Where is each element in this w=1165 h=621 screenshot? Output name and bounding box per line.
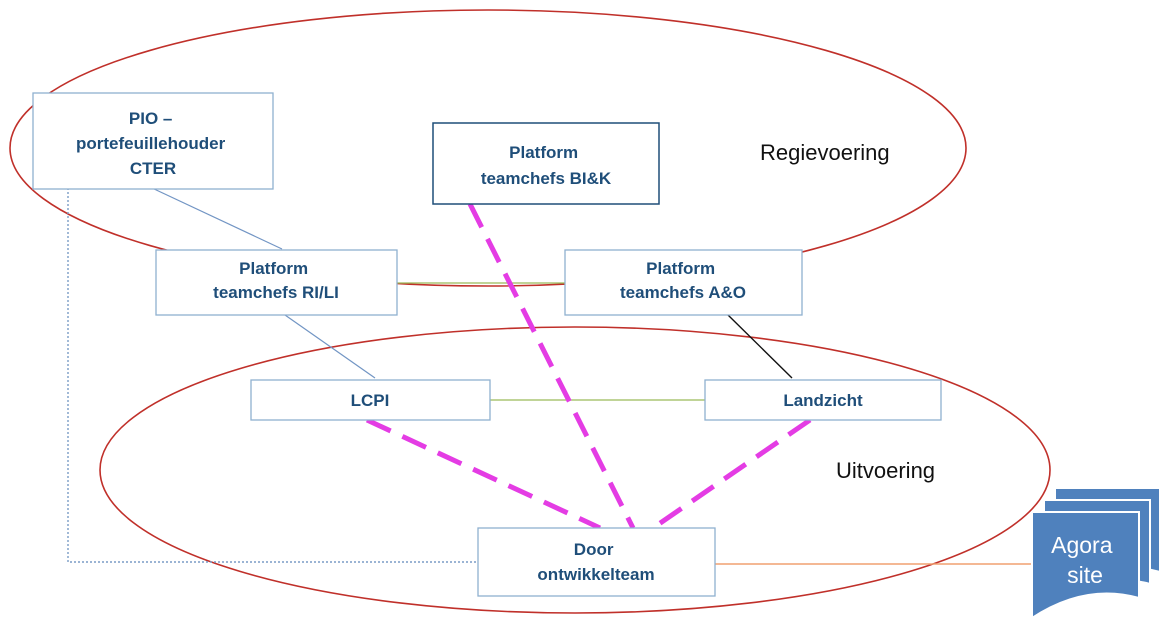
svg-text:PIO – portefeuillehouder: PIO – portefeuillehouder CTER bbox=[76, 109, 230, 178]
node-pio: PIO – portefeuillehouder CTER bbox=[32, 92, 274, 190]
regievoering-ellipse bbox=[9, 9, 967, 287]
svg-text:Landzicht: Landzicht bbox=[783, 391, 863, 410]
node-pio-line-2: portefeuillehouder bbox=[76, 134, 226, 153]
node-lcpi-label: LCPI bbox=[351, 391, 390, 410]
node-door-line-1: Door bbox=[574, 540, 614, 559]
node-ao-line-1: Platform bbox=[646, 259, 715, 278]
node-ao-line-2: teamchefs A&O bbox=[620, 283, 746, 302]
node-landzicht-label: Landzicht bbox=[783, 391, 863, 410]
svg-text:Agora site: Agora site bbox=[1051, 532, 1119, 588]
svg-text:Platform teamchefs RI/LI: Platform teamchefs RI/LI bbox=[213, 259, 339, 302]
node-bik-line-2: teamchefs BI&K bbox=[481, 169, 612, 188]
connector-ao-landzicht bbox=[727, 314, 793, 379]
connector-rili-lcpi bbox=[284, 314, 376, 379]
connector-pio-rili bbox=[151, 187, 283, 250]
uitvoering-ellipse bbox=[99, 326, 1051, 614]
node-door-ontwikkelteam: Door ontwikkelteam bbox=[477, 527, 716, 597]
node-door-line-2: ontwikkelteam bbox=[537, 565, 654, 584]
node-bik-line-1: Platform bbox=[509, 143, 578, 162]
node-platform-bik: Platform teamchefs BI&K bbox=[432, 122, 660, 205]
svg-text:Platform teamchefs BI&K: Platform teamchefs BI&K bbox=[481, 143, 612, 188]
dash-bik-door bbox=[467, 202, 636, 530]
svg-text:Door ontwikkelteam: Door ontwikkelteam bbox=[537, 540, 654, 584]
svg-text:Platform teamchefs A&O: Platform teamchefs A&O bbox=[620, 259, 746, 302]
agora-site-document-icon: Agora site bbox=[1031, 487, 1161, 620]
node-pio-line-1: PIO – bbox=[129, 109, 172, 128]
node-rili-line-1: Platform bbox=[239, 259, 308, 278]
svg-text:LCPI: LCPI bbox=[351, 391, 390, 410]
node-lcpi: LCPI bbox=[250, 379, 491, 421]
dash-lcpi-door bbox=[365, 417, 602, 531]
agora-label-line-1: Agora bbox=[1051, 532, 1113, 558]
node-platform-rili: Platform teamchefs RI/LI bbox=[155, 249, 398, 316]
node-landzicht: Landzicht bbox=[704, 379, 942, 421]
dash-landzicht-door bbox=[651, 417, 812, 531]
region-label-uitvoering: Uitvoering bbox=[836, 458, 935, 483]
agora-label-line-2: site bbox=[1067, 562, 1103, 588]
node-rili-line-2: teamchefs RI/LI bbox=[213, 283, 339, 302]
connector-pio-door-dotted bbox=[67, 188, 478, 563]
node-pio-line-3: CTER bbox=[130, 159, 176, 178]
node-platform-ao: Platform teamchefs A&O bbox=[564, 249, 803, 316]
region-label-regievoering: Regievoering bbox=[760, 140, 890, 165]
